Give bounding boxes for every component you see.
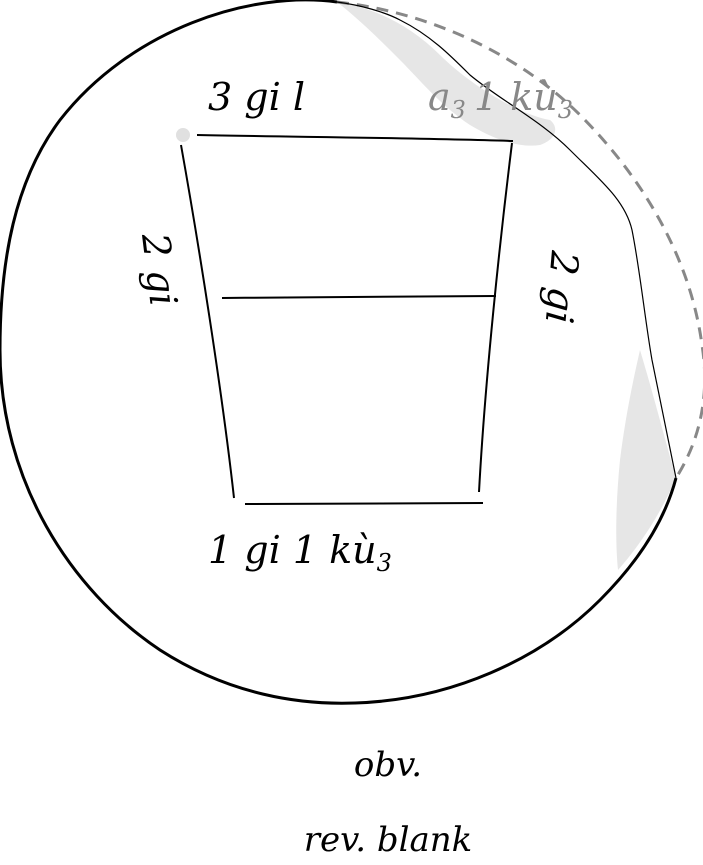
caption-obverse: obv. [354, 745, 422, 785]
bottom-label: 1 gi 1 kù3 [208, 528, 392, 577]
figure-left-line [180, 144, 235, 499]
top-label-black: 3 gi l [208, 75, 305, 119]
trapezoid-figure [180, 134, 514, 505]
figure-bottom-line [244, 502, 484, 505]
break-edge [336, 1, 677, 479]
damage-area-top-right [337, 2, 556, 146]
figure-middle-line [221, 295, 497, 299]
tablet-outline [0, 0, 678, 705]
right-label: 2 gi [537, 248, 587, 325]
figure-right-line [478, 142, 513, 493]
figure-top-line [196, 134, 514, 142]
caption-reverse: rev. blank [304, 820, 473, 860]
top-label-gray: a31 kù3 [428, 75, 573, 124]
left-label: 2 gi [133, 230, 186, 309]
top-label: 3 gi l [208, 75, 305, 119]
damage-spot [176, 128, 190, 142]
damage-area-right [616, 350, 676, 570]
reconstructed-edge [336, 0, 703, 479]
